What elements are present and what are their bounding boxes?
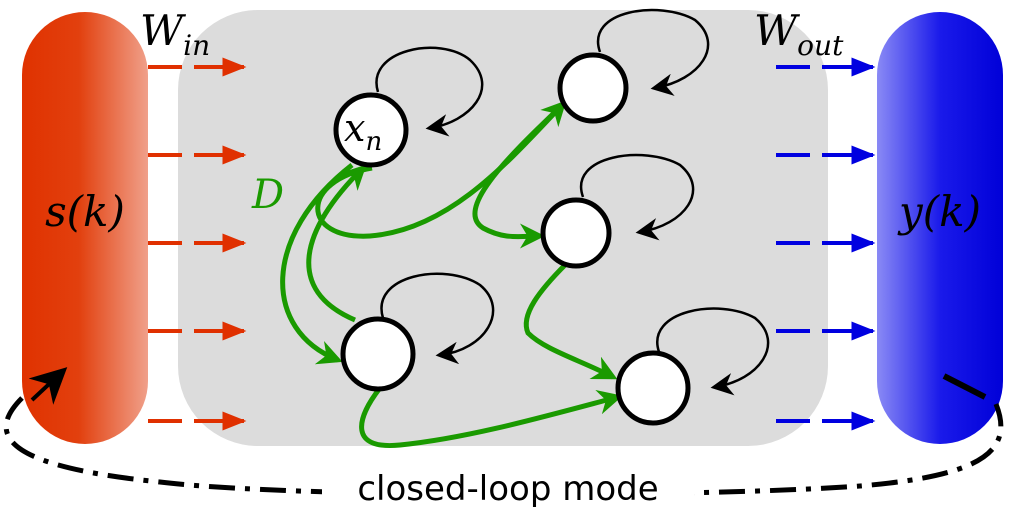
self-loop-bottom-left <box>380 272 495 365</box>
loop-label-bg <box>322 466 694 510</box>
edge-bottom-left-to-xn <box>306 164 367 323</box>
self-loop-xn <box>375 46 484 137</box>
wout-label: Wout <box>754 6 844 62</box>
node-xn <box>333 92 409 168</box>
loop-label: closed-loop mode <box>357 469 658 509</box>
node-top-right <box>557 52 629 124</box>
self-loops <box>375 8 770 396</box>
edge-bottom-left-to-bottom-right <box>359 386 623 449</box>
coupling-label: D <box>251 172 284 218</box>
node-bottom-left <box>340 316 416 392</box>
output-label: y(k) <box>897 187 981 236</box>
self-loop-top-right <box>596 8 710 96</box>
coupling-edges <box>280 100 623 449</box>
reservoir-box <box>178 10 828 446</box>
self-loop-middle-right <box>579 153 695 241</box>
output-pill <box>877 12 1003 444</box>
closed-loop-tick <box>942 373 987 400</box>
input-pill <box>22 12 148 444</box>
edge-middle-right-to-bottom-right <box>523 262 618 380</box>
closed-loop-arrow <box>28 367 68 405</box>
win-label: Win <box>140 6 210 62</box>
node-bottom-right <box>615 350 691 426</box>
edge-top-right-to-middle-right <box>472 110 557 249</box>
output-arrows <box>776 57 876 431</box>
input-arrows <box>148 57 247 431</box>
node-middle-right <box>540 197 612 269</box>
reservoir-nodes <box>333 52 691 426</box>
node-xn-label: xn <box>344 106 382 157</box>
self-loop-bottom-right <box>656 307 770 396</box>
input-label: s(k) <box>45 187 125 236</box>
